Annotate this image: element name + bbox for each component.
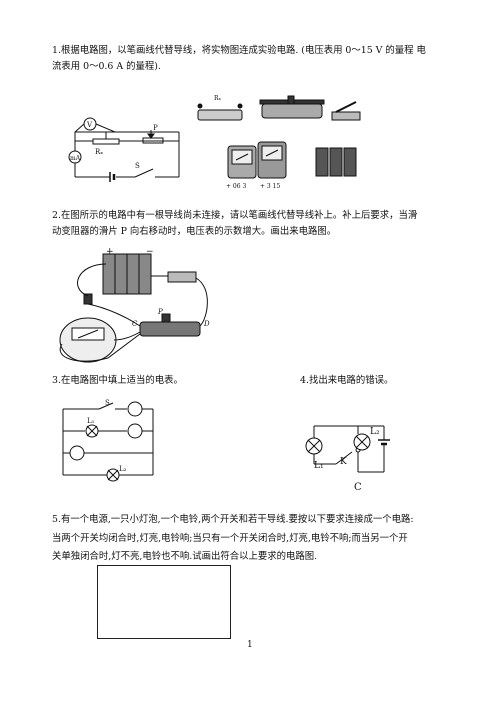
question-5-line-3: 关单独闭合时,灯不亮,电铃也不响.试画出符合以上要求的电路图. <box>52 551 318 562</box>
fig3-meter-top <box>127 401 143 417</box>
question-1-line-2: 流表用 0～0.6 A 的量程). <box>52 61 161 72</box>
fig1-battery-cell-1 <box>315 147 329 177</box>
fig1-resistor-rx <box>197 109 243 121</box>
fig1-battery-cell-3 <box>343 147 357 177</box>
question-3: 3.在电路图中填上适当的电表。 <box>52 375 183 386</box>
figure-4-circuit: L₁ L₂ K C <box>305 425 390 493</box>
fig1-voltmeter-label: V <box>86 121 93 129</box>
fig2-c-label: C <box>132 320 138 328</box>
fig1-rheostat <box>261 103 323 119</box>
question-5: 5.有一个电源,一只小灯泡,一个电铃,两个开关和若干导线.要按以下要求连接成一个… <box>52 511 414 567</box>
fig1-battery-cell-2 <box>329 147 343 177</box>
question-2: 2.在图所示的电路中有一根导线尚未连接，请以笔画线代替导线补上。补上后要求，当滑… <box>52 208 417 240</box>
fig2-plus-label: + <box>106 248 114 257</box>
figure-2-apparatus: + − P C D <box>59 248 210 363</box>
fig3-meter-middle <box>127 423 143 439</box>
fig1-ammeter-ticks: + 06 3 <box>226 183 246 190</box>
question-1-line-1: 1.根据电路图，以笔画线代替导线，将实物图连成实验电路. (电压表用 0～15 … <box>52 45 426 56</box>
question-5-line-1: 5.有一个电源,一只小灯泡,一个电铃,两个开关和若干导线.要按以下要求连接成一个… <box>52 514 414 525</box>
fig3-l2-label: L₂ <box>119 465 127 473</box>
question-2-line-1: 2.在图所示的电路中有一根导线尚未连接，请以笔画线代替导线补上。补上后要求，当滑 <box>52 210 418 221</box>
fig4-c-label: C <box>354 482 362 493</box>
fig1-slider-label: P <box>153 124 158 132</box>
fig3-switch-label: S <box>105 399 110 407</box>
question-2-line-2: 动变阻器的滑片 P 向右移动时，电压表的示数增大。画出来电路图。 <box>52 226 337 237</box>
question-5-line-2: 当两个开关均闭合时,灯亮,电铃响;当只有一个开关闭合时,灯亮,电铃不响;而当另一… <box>52 532 408 544</box>
fig1-voltmeter-ticks: + 3 15 <box>260 183 280 190</box>
question-1: 1.根据电路图，以笔画线代替导线，将实物图连成实验电路. (电压表用 0～15 … <box>52 43 426 75</box>
fig1-switch-label: S <box>135 162 140 170</box>
fig1-switch <box>331 111 361 121</box>
fig4-l2-label: L₂ <box>370 427 380 437</box>
answer-box[interactable] <box>97 565 231 639</box>
fig1-rx-label: Rₓ <box>95 148 103 156</box>
fig2-slider-label: P <box>157 308 163 316</box>
fig2-switch <box>167 271 197 283</box>
fig3-l1-label: L₁ <box>87 417 95 425</box>
fig2-d-label: D <box>203 320 210 328</box>
figure-3-circuit: S L₁ L₂ <box>62 399 154 482</box>
fig4-switch-label: K <box>340 457 347 467</box>
fig2-minus-label: − <box>146 248 154 257</box>
fig1-ammeter-label: mA <box>70 155 81 162</box>
page-number: 1 <box>247 640 253 650</box>
fig3-meter-left <box>69 445 85 461</box>
fig4-l1-label: L₁ <box>314 461 324 471</box>
fig1-rx-component-label: Rₓ <box>214 95 222 102</box>
fig2-rheostat <box>139 321 201 337</box>
figure-1-circuit-diagram: V mA Rₓ P S <box>68 117 180 182</box>
figure-1-physical-components: Rₓ + 06 3 + 3 15 <box>197 95 361 190</box>
question-4: 4.找出来电路的错误。 <box>300 375 394 386</box>
